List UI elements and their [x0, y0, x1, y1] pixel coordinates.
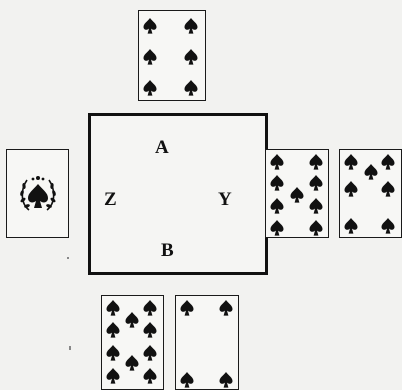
spade-icon: [106, 368, 120, 384]
south-card-1: [101, 295, 164, 390]
spade-icon: [364, 164, 378, 180]
spade-icon: [309, 175, 323, 191]
spade-icon: [143, 368, 157, 384]
spade-icon: [180, 372, 194, 388]
spade-icon: [125, 312, 139, 328]
spade-icon: [184, 18, 198, 34]
spade-icon: [219, 372, 233, 388]
spade-icon: [309, 220, 323, 236]
spade-icon: [309, 198, 323, 214]
north-card: [138, 10, 206, 101]
spade-icon: [344, 154, 358, 170]
table-square: A Z Y B: [88, 113, 268, 275]
spade-icon: [143, 80, 157, 96]
west-card: [6, 149, 69, 238]
spade-icon: [270, 220, 284, 236]
spade-icon: [381, 218, 395, 234]
spade-icon: [106, 322, 120, 338]
spade-icon: [143, 49, 157, 65]
spade-icon: [290, 187, 304, 203]
spade-icon: [184, 49, 198, 65]
spade-icon: [143, 322, 157, 338]
spade-icon: [381, 154, 395, 170]
spade-icon: [106, 345, 120, 361]
spade-icon: [143, 345, 157, 361]
spade-icon: [309, 154, 323, 170]
seat-label-east: Y: [218, 190, 232, 209]
spade-icon: [270, 175, 284, 191]
spade-icon: [344, 218, 358, 234]
spade-icon: [143, 18, 157, 34]
seat-label-west: Z: [104, 190, 117, 209]
spade-icon: [219, 300, 233, 316]
spade-icon: [270, 198, 284, 214]
south-card-2: [175, 295, 239, 390]
print-speck: [69, 346, 71, 350]
spade-icon: [184, 80, 198, 96]
spade-icon: [143, 300, 157, 316]
spade-icon: [270, 154, 284, 170]
spade-icon: [106, 300, 120, 316]
east-card-1: [265, 149, 329, 238]
spade-icon: [381, 181, 395, 197]
seat-label-north: A: [155, 138, 169, 157]
print-speck: [67, 257, 69, 259]
spade-icon: [180, 300, 194, 316]
spade-icon: [344, 181, 358, 197]
ace-wreath-icon: [17, 172, 59, 216]
spade-icon: [125, 355, 139, 371]
seat-label-south: B: [161, 241, 174, 260]
east-card-2: [339, 149, 402, 238]
